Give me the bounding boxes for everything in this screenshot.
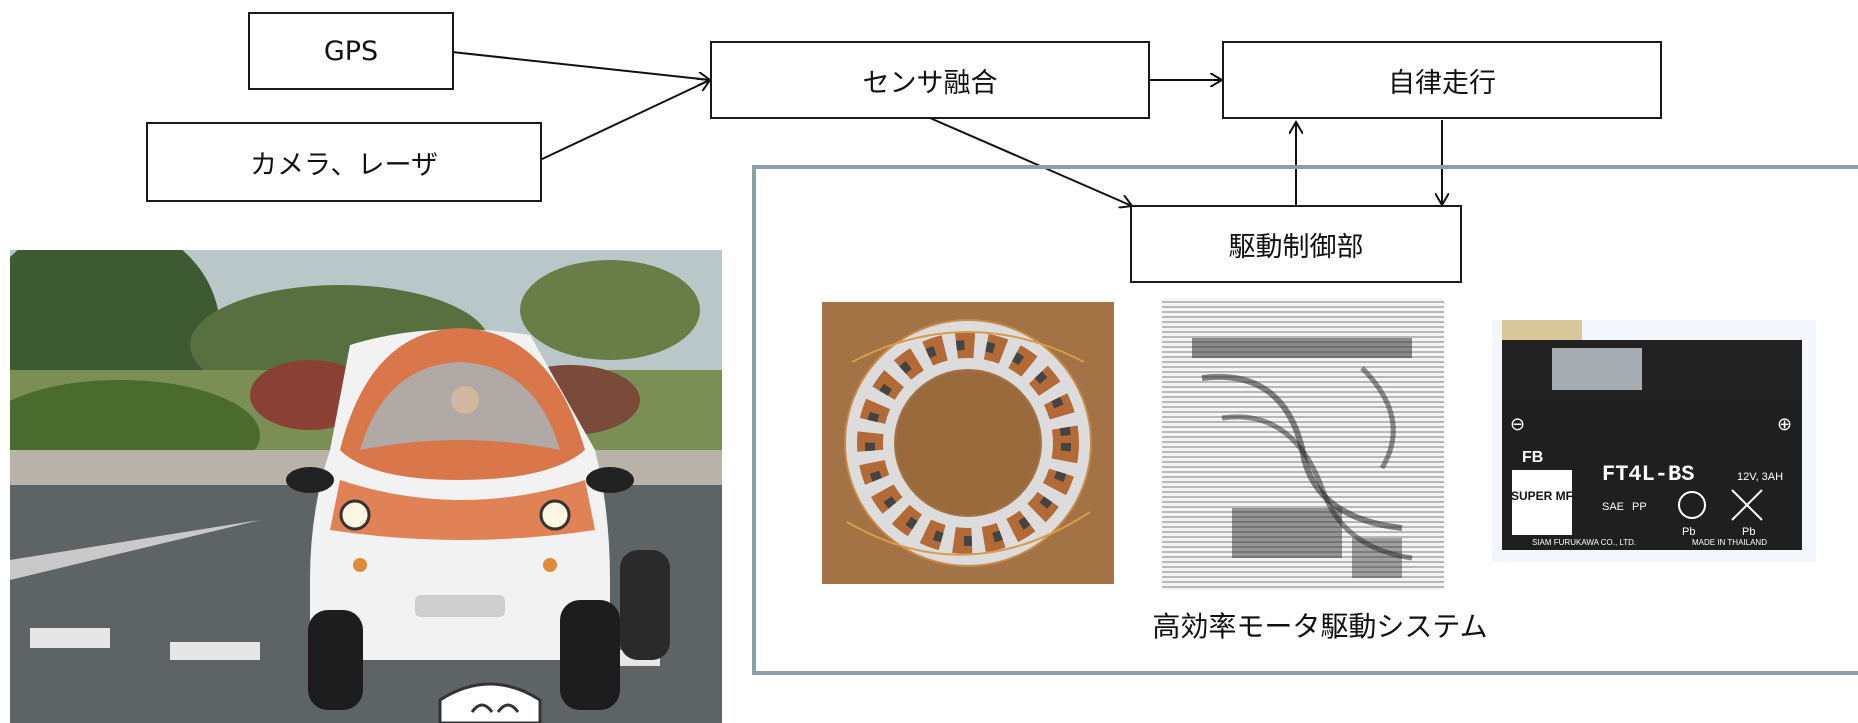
recycle-icon (1678, 491, 1706, 519)
node-sensor-fusion: センサ融合 (710, 41, 1150, 119)
battery-photo: SUPER MF FB FT4L-BS 12V, 3AH SAE PP Pb P… (1492, 320, 1816, 562)
bin-crossed-icon (1731, 489, 1763, 521)
car-photo (10, 250, 722, 723)
battery-pb-left-text: Pb (1682, 526, 1695, 538)
battery-model-text: FT4L-BS (1602, 462, 1694, 487)
coil-pattern-photo (1162, 298, 1444, 590)
node-autonomous: 自律走行 (1222, 41, 1662, 119)
motor-system-caption: 高効率モータ駆動システム (1152, 610, 1488, 643)
battery-maker-text: SIAM FURUKAWA CO., LTD. (1532, 538, 1636, 547)
battery-pb-right-text: Pb (1742, 526, 1755, 538)
node-drive-control: 駆動制御部 (1130, 205, 1462, 283)
stator-illustration (822, 302, 1114, 584)
minus-terminal-icon: ⊖ (1510, 414, 1525, 435)
node-camera-laser: カメラ、レーザ (146, 122, 542, 202)
battery-illustration: SUPER MF FB FT4L-BS 12V, 3AH SAE PP Pb P… (1502, 320, 1802, 550)
battery-brand-text: FB (1522, 449, 1543, 466)
motor-stator-photo (822, 302, 1114, 584)
plus-terminal-icon: ⊕ (1777, 414, 1792, 435)
motor-system-frame (752, 165, 1858, 675)
battery-sae-text: SAE (1602, 501, 1624, 513)
coil-pattern-illustration (1192, 338, 1413, 578)
battery-rating-text: 12V, 3AH (1737, 471, 1783, 483)
car-illustration (10, 250, 722, 723)
battery-series-text: SUPER MF (1511, 489, 1573, 503)
node-gps: GPS (248, 12, 454, 90)
arrow-gps-to-fusion (451, 51, 710, 80)
arrow-camera-to-fusion (539, 80, 710, 161)
arrow-fusion-to-drive (929, 117, 1132, 206)
battery-made-in-text: MADE IN THAILAND (1692, 538, 1767, 547)
battery-pp-text: PP (1632, 501, 1647, 513)
